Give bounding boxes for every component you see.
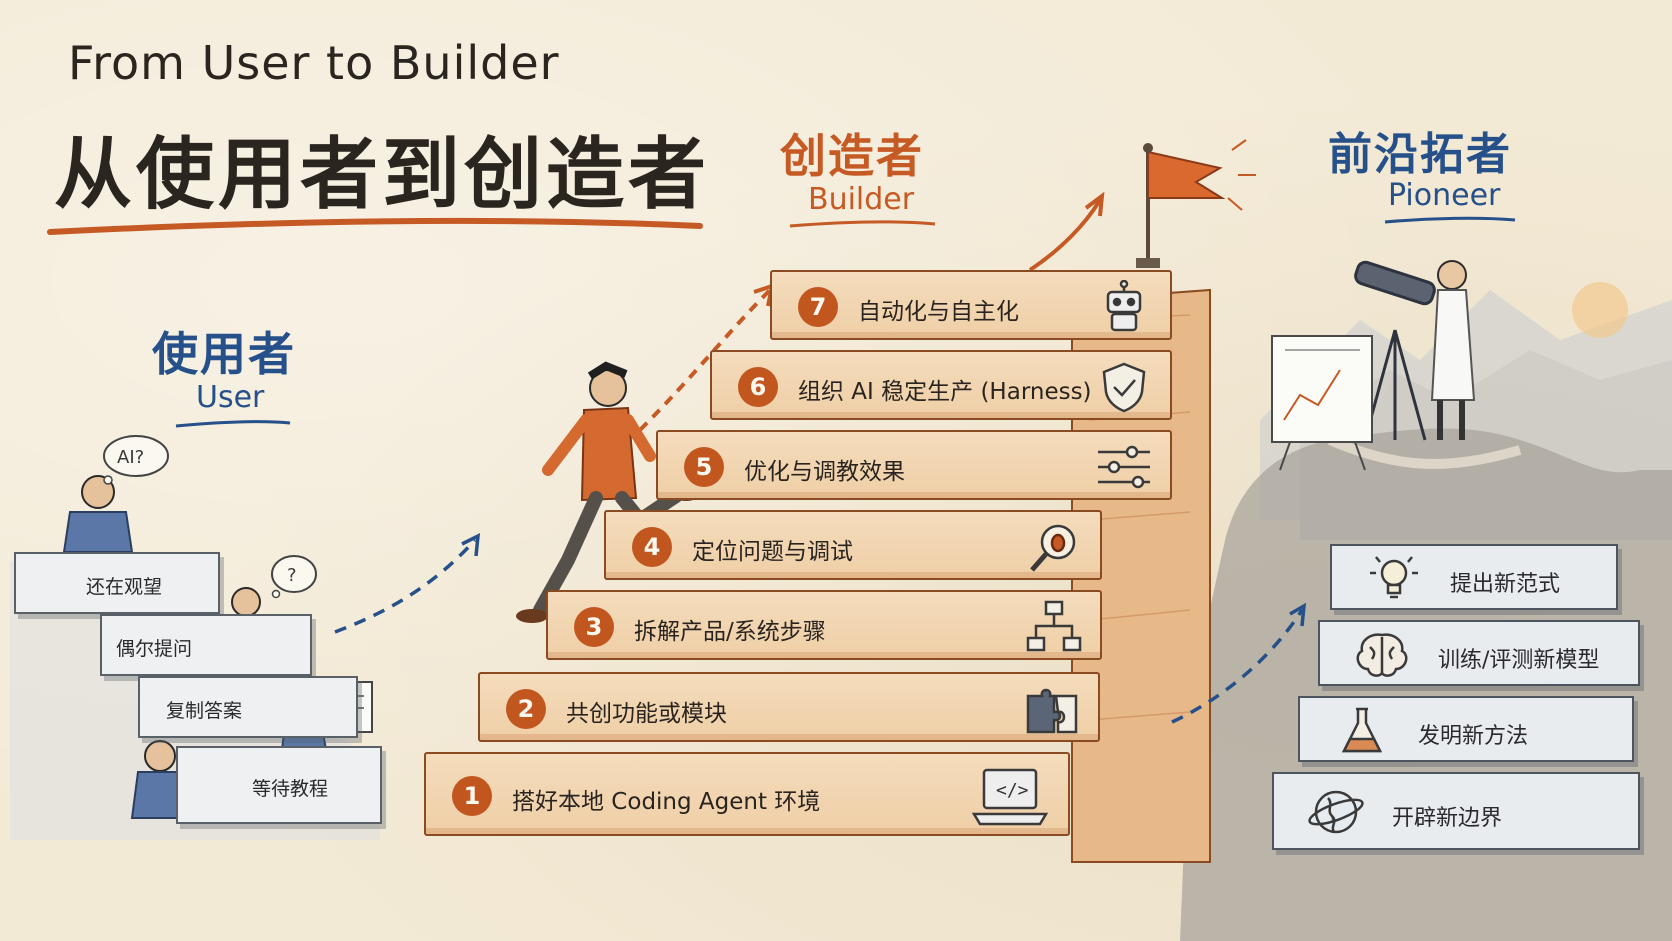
pioneer-step-methods: 发明新方法	[1298, 696, 1634, 762]
flask-icon	[1341, 707, 1383, 753]
sliders-icon	[1098, 445, 1150, 489]
pioneer-step-label: 提出新范式	[1450, 572, 1561, 597]
user-figure-waiting	[130, 740, 192, 819]
step-number-badge: 2	[506, 689, 546, 729]
arrow-user-to-builder	[334, 538, 477, 634]
laptop-code-icon: </>	[971, 768, 1049, 826]
flag-icon	[1136, 143, 1226, 268]
builder-step-7: 7 自动化与自主化	[770, 270, 1172, 340]
builder-step-4: 4 定位问题与调试	[604, 510, 1102, 580]
user-step-label: 复制答案	[166, 700, 243, 722]
user-step-label: 还在观望	[86, 576, 163, 598]
builder-step-3: 3 拆解产品/系统步骤	[546, 590, 1102, 660]
builder-step-6: 6 组织 AI 稳定生产 (Harness)	[710, 350, 1172, 420]
cliff-path	[1328, 435, 1522, 469]
user-underline	[175, 420, 291, 428]
user-figure-thinking	[62, 475, 134, 553]
step-number-badge: 4	[632, 527, 672, 567]
title-chinese: 从使用者到创造者	[54, 130, 711, 220]
step-number-badge: 3	[574, 607, 614, 647]
pioneer-step-label: 开辟新边界	[1392, 806, 1503, 831]
arrow-to-flag	[1028, 198, 1102, 272]
step-label: 优化与调教效果	[744, 459, 905, 485]
title-english: From User to Builder	[68, 36, 560, 90]
builder-heading-en: Builder	[808, 182, 915, 217]
step-number-badge: 1	[452, 776, 492, 816]
bubble-question-text: ?	[287, 565, 297, 586]
step-label: 搭好本地 Coding Agent 环境	[512, 789, 821, 815]
step-label: 自动化与自主化	[858, 299, 1019, 325]
bubble-ai-text: AI?	[117, 447, 144, 468]
pioneer-step-frontier: 开辟新边界	[1272, 772, 1640, 850]
brain-icon	[1356, 633, 1408, 677]
bug-magnifier-icon	[1030, 524, 1076, 572]
user-heading-zh: 使用者	[152, 327, 296, 381]
lightbulb-icon	[1370, 556, 1418, 599]
arrow-climb	[638, 288, 772, 432]
user-step-label: 等待教程	[252, 778, 329, 800]
step-number-badge: 6	[738, 367, 778, 407]
user-step-waiting: 等待教程	[176, 746, 382, 824]
user-heading-en: User	[196, 380, 265, 415]
speech-bubble-ai: AI?	[103, 435, 169, 485]
pioneer-heading-en: Pioneer	[1388, 178, 1501, 213]
step-label: 定位问题与调试	[692, 539, 853, 565]
svg-text:</>: </>	[996, 780, 1029, 801]
flag-rays	[1227, 139, 1256, 211]
pioneer-heading-zh: 前沿拓者	[1328, 129, 1512, 180]
step-label: 共创功能或模块	[566, 701, 727, 727]
builder-underline	[789, 220, 936, 228]
builder-step-5: 5 优化与调教效果	[656, 430, 1172, 500]
sun-icon	[1572, 282, 1628, 338]
user-step-label: 偶尔提问	[116, 638, 193, 660]
puzzle-icon	[1026, 688, 1078, 734]
pioneer-underline	[1384, 216, 1516, 224]
step-label: 拆解产品/系统步骤	[634, 619, 826, 645]
step-label: 组织 AI 稳定生产 (Harness)	[798, 379, 1092, 405]
pioneer-step-label: 发明新方法	[1418, 724, 1529, 749]
step-number-badge: 5	[684, 447, 724, 487]
whiteboard-chart-icon	[1271, 335, 1373, 471]
builder-step-1: 1 搭好本地 Coding Agent 环境 </>	[424, 752, 1070, 836]
user-step-asking: 偶尔提问	[100, 614, 312, 676]
speech-bubble-question: ?	[271, 555, 317, 599]
user-step-watching: 还在观望	[14, 552, 220, 614]
builder-heading-zh: 创造者	[780, 129, 924, 183]
robot-icon	[1106, 280, 1142, 332]
user-step-copying: 复制答案	[138, 676, 358, 738]
arrow-builder-to-pioneer	[1171, 609, 1304, 724]
pioneer-step-models: 训练/评测新模型	[1318, 620, 1640, 686]
scientist-figure	[1430, 260, 1476, 440]
title-underline	[47, 217, 703, 235]
builder-step-2: 2 共创功能或模块	[478, 672, 1100, 742]
pioneer-step-paradigm: 提出新范式	[1330, 544, 1618, 610]
flowchart-icon	[1026, 600, 1082, 652]
shield-check-icon	[1102, 362, 1146, 413]
step-number-badge: 7	[798, 287, 838, 327]
globe-icon	[1308, 790, 1364, 834]
pioneer-step-label: 训练/评测新模型	[1438, 648, 1600, 673]
